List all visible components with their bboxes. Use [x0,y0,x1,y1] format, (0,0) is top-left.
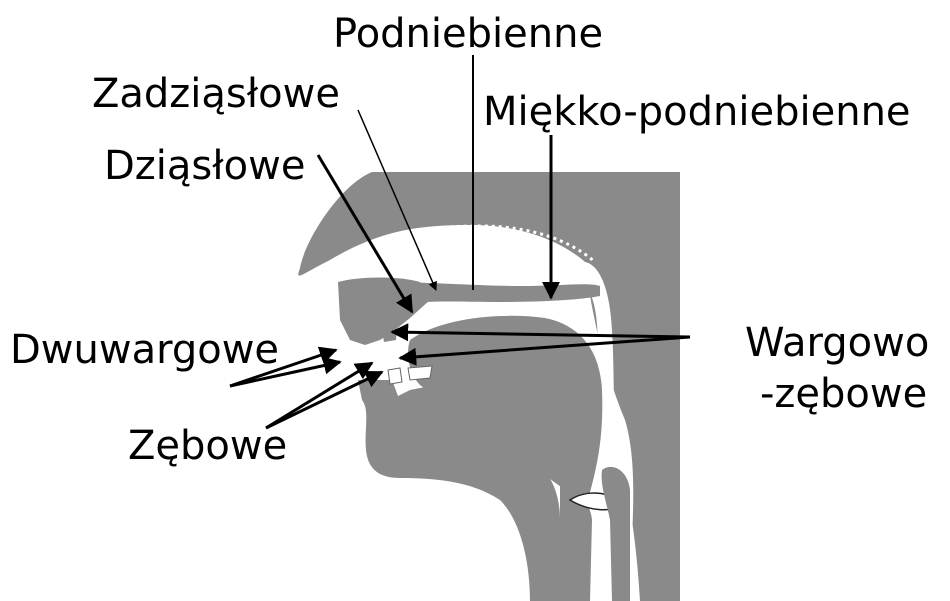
palatal-label: Podniebienne [333,14,603,54]
dental-pointer-line-upper [266,363,372,428]
labiodental-label-line1: Wargowo [745,323,929,363]
labiodental-label-line2: -zębowe [760,374,927,414]
labiodental-pointer-line-lower [400,337,690,358]
dental-pointer-line-lower [266,372,382,428]
dental-label: Zębowe [128,426,287,466]
postalveolar-label: Zadziąsłowe [92,74,340,114]
velar-label: Miękko-podniebienne [483,92,911,132]
postalveolar-pointer-line [358,110,436,290]
bilabial-label: Dwuwargowe [10,330,279,370]
alveolar-label: Dziąsłowe [104,146,305,186]
labiodental-pointer-line-upper [392,332,690,337]
alveolar-pointer-line [318,155,412,312]
